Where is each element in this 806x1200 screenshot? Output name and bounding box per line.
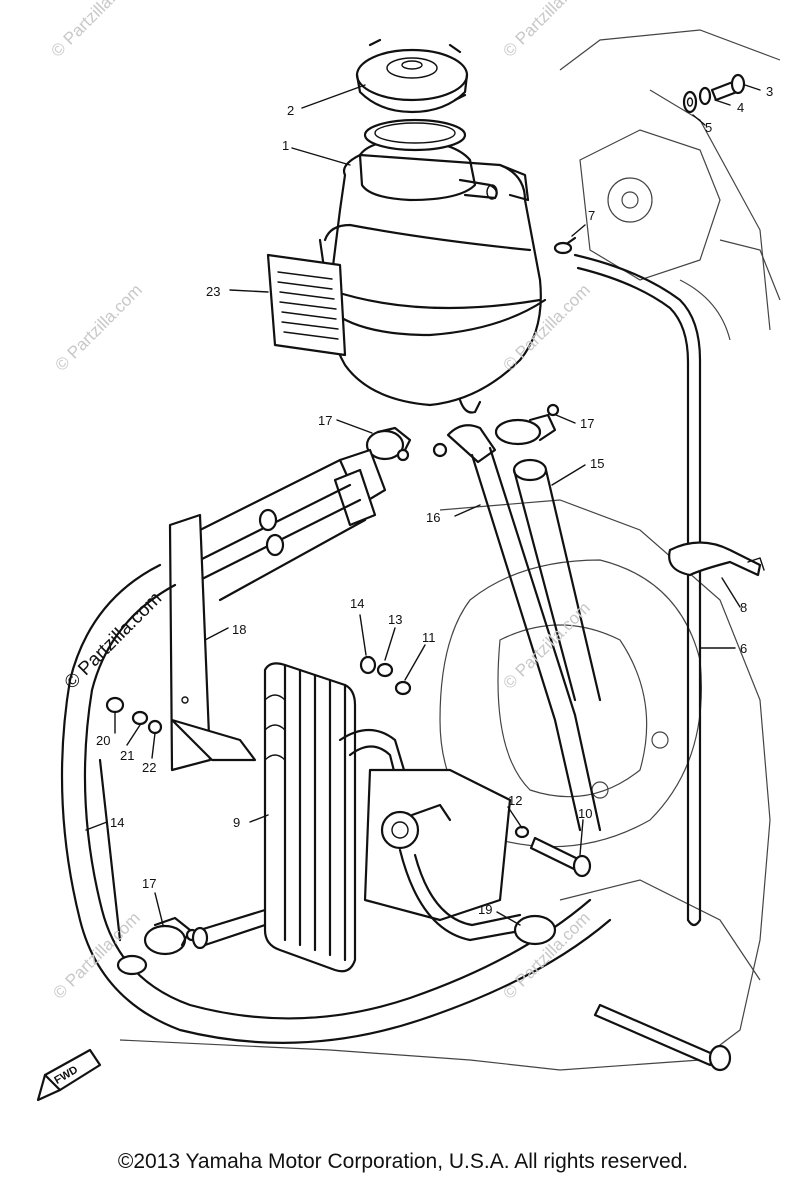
label-plate: [266, 253, 347, 357]
hose-15: [512, 458, 602, 702]
callout-12: 13: [388, 612, 402, 627]
hose-14: [60, 563, 612, 1044]
upper-hoses: [178, 448, 387, 602]
callout-17-upper-right: 17: [580, 416, 594, 431]
watermark: © Partzilla.com: [47, 0, 141, 61]
watermark: © Partzilla.com: [51, 280, 145, 374]
radiator: [191, 662, 412, 973]
radiator-cap: [355, 38, 469, 114]
callout-19: 19: [478, 902, 492, 917]
callout-11-lower: 12: [508, 793, 522, 808]
callout-9: 9: [233, 815, 240, 830]
overflow-tube: [553, 236, 702, 927]
callout-22: 22: [142, 760, 156, 775]
callout-5: 5: [705, 120, 712, 135]
leader-lines: [85, 84, 761, 926]
callout-13: 14: [350, 596, 364, 611]
radiator-bracket: [363, 768, 512, 922]
bottom-bolt: [593, 1003, 732, 1072]
fwd-arrow: FWD: [36, 1048, 102, 1102]
callout-16: 16: [426, 510, 440, 525]
bolt-washer-group-mid: [359, 655, 412, 696]
callout-8: 8: [740, 600, 747, 615]
callout-3: 3: [766, 84, 773, 99]
callout-11-mid: 11: [422, 630, 436, 645]
callout-17-upper-left: 17: [318, 413, 332, 428]
tube-clip: [668, 541, 765, 577]
callout-7-top: 7: [588, 208, 595, 223]
callout-6: 6: [740, 641, 747, 656]
pipe-19: [398, 848, 557, 946]
hose-clamp-17-a: [365, 426, 412, 462]
reservoir-tank: [318, 118, 547, 414]
pipe-16: [432, 424, 602, 832]
callout-23: 23: [206, 284, 220, 299]
callout-20: 20: [96, 733, 110, 748]
callout-1: 1: [282, 138, 289, 153]
callout-21: 21: [120, 748, 134, 763]
watermark: © Partzilla.com: [61, 588, 166, 693]
callout-10: 10: [578, 806, 592, 821]
engine-outline: [119, 29, 781, 1071]
callout-4: 4: [737, 100, 744, 115]
hose-clamp-17-b: [494, 403, 560, 446]
callout-15: 15: [590, 456, 604, 471]
parts-diagram: FWD 2 1 3 4 5 7 23: [36, 0, 781, 1102]
callout-18: 18: [232, 622, 246, 637]
hose-clamp-17-c: [143, 916, 199, 956]
watermark: © Partzilla.com: [499, 598, 593, 692]
bolt-washer-group-top: [682, 73, 746, 114]
callout-17-lower: 17: [142, 876, 156, 891]
callout-14: 14: [110, 815, 124, 830]
callouts: 2 1 3 4 5 7 23 17 17 16 15 8 6 18 14 13 …: [96, 84, 773, 917]
bracket-18: [168, 513, 257, 772]
copyright-notice: ©2013 Yamaha Motor Corporation, U.S.A. A…: [117, 1150, 689, 1173]
watermark: © Partzilla.com: [499, 0, 593, 61]
callout-2: 2: [287, 103, 294, 118]
bolt-10: [514, 825, 592, 878]
